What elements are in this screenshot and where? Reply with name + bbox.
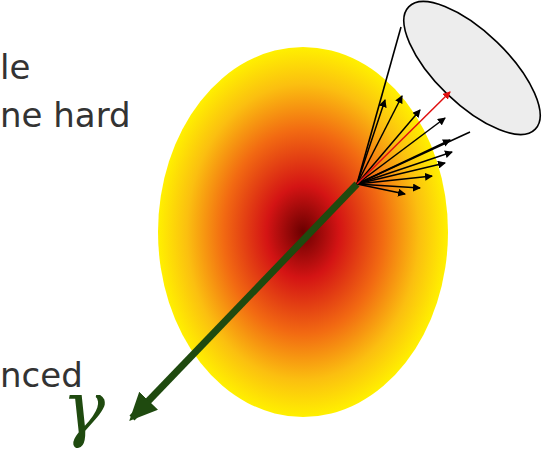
medium-blob: [158, 47, 448, 417]
slide-text: le: [0, 50, 30, 84]
photon-arrow: [132, 184, 357, 418]
jet-particles: [357, 92, 452, 194]
photon-symbol: γ: [62, 372, 105, 444]
slide-text: ne hard: [0, 98, 131, 132]
